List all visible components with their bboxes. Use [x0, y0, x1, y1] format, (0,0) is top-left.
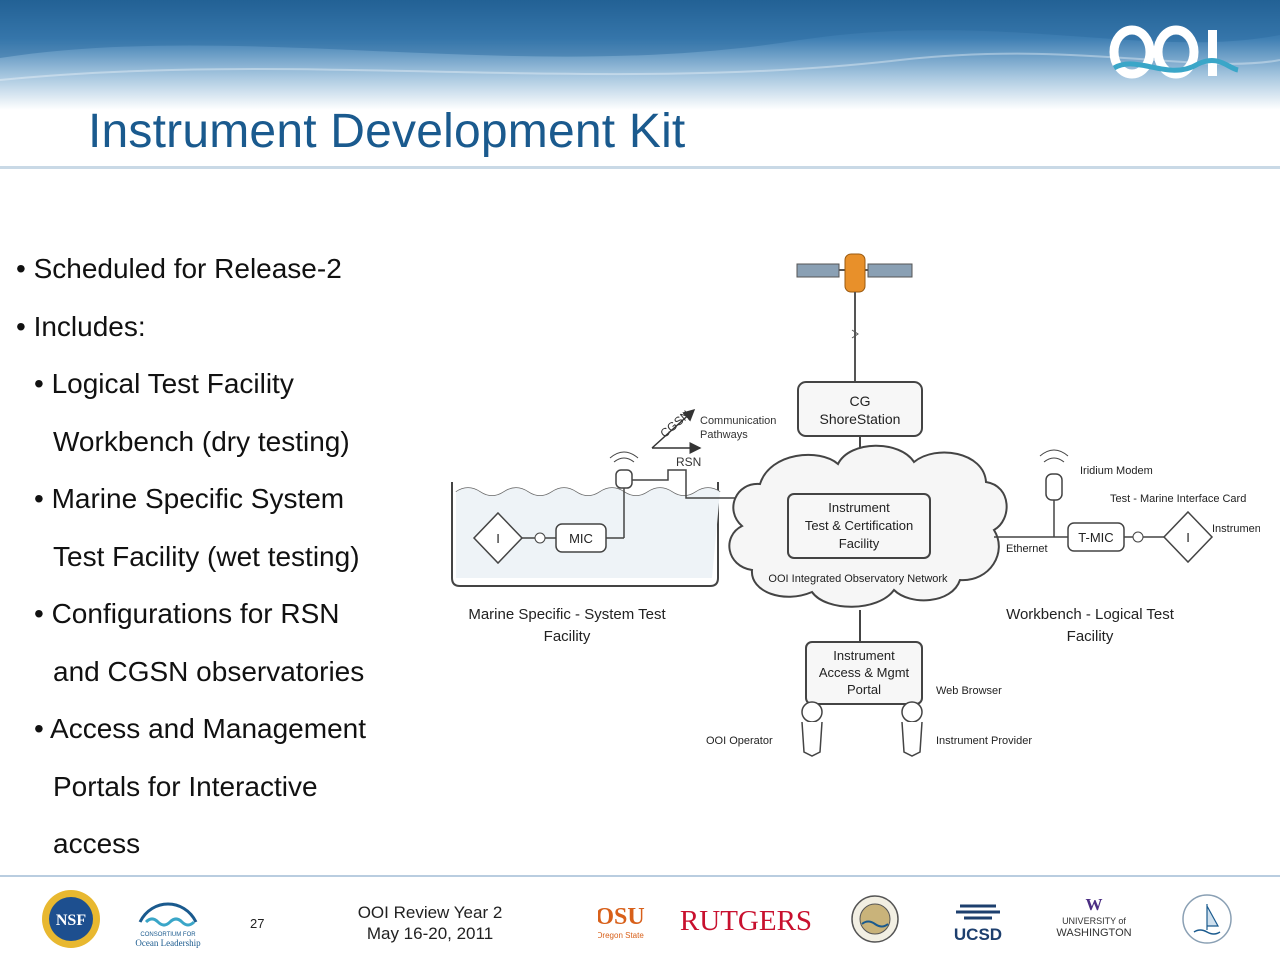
network-cloud: Instrument Test & Certification Facility…	[728, 444, 1008, 608]
osu-logo: OSU Oregon State	[598, 896, 646, 944]
shore-station-label: ShoreStation	[820, 411, 901, 427]
header-wave-decoration	[0, 0, 1280, 81]
workbench-caption-1: Workbench - Logical Test	[1006, 606, 1175, 623]
instrument-diamond-icon	[1162, 510, 1214, 564]
bullet-text-continued: Workbench (dry testing)	[53, 425, 350, 457]
system-diagram: CG ShoreStation CGSN RSN Communication P…	[451, 253, 1260, 757]
title-divider	[0, 166, 1280, 169]
ethernet-label: Ethernet	[1006, 543, 1048, 555]
consortium-text-2: Ocean Leadership	[135, 938, 201, 948]
iridium-modem-icon	[1045, 473, 1063, 501]
cgsn-label: CGSN	[657, 407, 693, 440]
cg-label: CG	[850, 393, 871, 409]
page-number: 27	[250, 916, 265, 931]
university-seal-logo	[850, 894, 900, 944]
osu-logo-subtext: Oregon State	[598, 931, 644, 940]
test-certification-box	[787, 493, 931, 559]
uw-logo-text-2: WASHINGTON	[1056, 927, 1131, 939]
ooi-logo	[1108, 24, 1240, 84]
pathways-label: Pathways	[700, 429, 748, 441]
rutgers-logo: RUTGERS	[678, 900, 814, 940]
consortium-logo: CONSORTIUM FOR Ocean Leadership	[132, 892, 204, 950]
web-browser-label: Web Browser	[936, 685, 1002, 697]
footer-divider	[0, 875, 1280, 877]
footer: NSF CONSORTIUM FOR Ocean Leadership 27 O…	[0, 878, 1280, 960]
ucsd-logo-text: UCSD	[954, 925, 1002, 944]
ooi-operator-icon	[801, 701, 823, 757]
bullet-text-continued: access	[53, 828, 141, 859]
bullet-logical-test-facility: • Logical Test Facility Workbench (dry t…	[16, 355, 436, 470]
osu-logo-text: OSU	[598, 904, 645, 930]
bullet-marine-specific: • Marine Specific System Test Facility (…	[16, 470, 436, 585]
marine-facility-caption-1: Marine Specific - System Test	[468, 606, 666, 623]
instrument-provider-icon	[901, 701, 923, 757]
portal-label-2: Access & Mgmt	[819, 665, 910, 680]
nsf-logo-text: NSF	[56, 912, 86, 929]
network-label: OOI Integrated Observatory Network	[768, 573, 948, 585]
mic-label: MIC	[569, 531, 593, 546]
access-portal: Instrument Access & Mgmt Portal Web Brow…	[706, 641, 1032, 757]
review-date: May 16-20, 2011	[366, 924, 494, 943]
communication-label: Communication	[700, 415, 776, 427]
bullet-text: • Marine Specific System	[34, 483, 345, 514]
buoy-icon	[615, 469, 633, 489]
test-facility-label-1: Instrument	[828, 500, 890, 515]
iridium-modem-label: Iridium Modem	[1080, 465, 1153, 477]
signal-icon	[1039, 449, 1069, 463]
portal-box	[805, 641, 923, 705]
bullet-list: • Scheduled for Release-2 • Includes: • …	[16, 240, 436, 873]
test-facility-label-3: Facility	[839, 536, 880, 551]
bullet-text: • Includes:	[16, 310, 146, 342]
rsn-label: RSN	[676, 455, 701, 469]
bullet-configurations: • Configurations for RSN and CGSN observ…	[16, 585, 436, 700]
test-facility-label-2: Test & Certification	[805, 518, 913, 533]
workbench-setup: Ethernet Iridium Modem Test - Marine Int…	[994, 449, 1260, 564]
bullet-includes: • Includes:	[16, 298, 436, 356]
bullet-access-portals: • Access and Management Portals for Inte…	[16, 700, 436, 873]
bullet-text: • Logical Test Facility	[34, 368, 294, 399]
slide-title: Instrument Development Kit	[88, 105, 686, 158]
bullet-text-continued: Test Facility (wet testing)	[53, 540, 360, 572]
workbench-caption-2: Facility	[1067, 628, 1114, 645]
bullet-text-continued: and CGSN observatories	[53, 655, 365, 687]
portal-label-1: Instrument	[833, 648, 895, 663]
satellite-icon	[796, 253, 913, 382]
review-title: OOI Review Year 2	[357, 903, 503, 922]
uw-logo: W UNIVERSITY of WASHINGTON	[1046, 892, 1142, 942]
test-marine-card-label: Test - Marine Interface Card	[1110, 493, 1246, 505]
marine-test-tank: I MIC	[451, 451, 740, 587]
ooi-operator-label: OOI Operator	[706, 735, 773, 747]
instrument-symbol-label: I	[1186, 530, 1190, 545]
instrument-provider-label: Instrument Provider	[936, 735, 1032, 747]
bullet-text-continued: Portals for Interactive	[53, 770, 318, 802]
whoi-logo	[1180, 892, 1234, 946]
portal-label-3: Portal	[847, 682, 881, 697]
bullet-text: • Configurations for RSN	[34, 598, 340, 629]
review-info: OOI Review Year 2 May 16-20, 2011	[330, 902, 530, 944]
instrument-label: Instrument	[1212, 523, 1260, 535]
uw-logo-text-1: UNIVERSITY of	[1062, 916, 1126, 926]
uw-logo-mark: W	[1086, 895, 1103, 914]
instrument-diamond-icon	[472, 511, 524, 565]
communication-pathways: CGSN RSN Communication Pathways	[651, 407, 776, 469]
nsf-logo: NSF	[40, 888, 102, 950]
rutgers-logo-text: RUTGERS	[680, 905, 812, 937]
bullet-text: • Scheduled for Release-2	[16, 253, 342, 284]
consortium-text-1: CONSORTIUM FOR	[140, 932, 196, 938]
bullet-release: • Scheduled for Release-2	[16, 240, 436, 298]
marine-facility-caption-2: Facility	[544, 628, 591, 645]
signal-icon	[609, 451, 639, 463]
header-band	[0, 0, 1280, 110]
t-mic-label: T-MIC	[1078, 530, 1113, 545]
bullet-text: • Access and Management	[34, 713, 366, 744]
ucsd-logo: UCSD	[946, 894, 1010, 946]
instrument-symbol-label: I	[496, 531, 500, 546]
cg-shore-station-box: CG ShoreStation	[797, 381, 923, 437]
